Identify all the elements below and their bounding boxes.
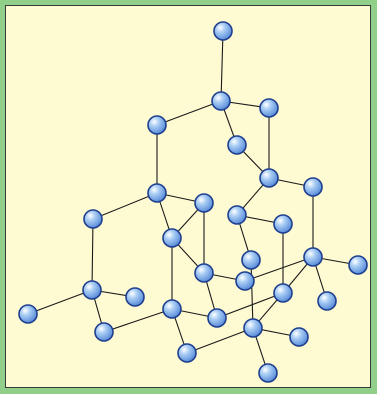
atom-node (147, 115, 167, 135)
bond-line (250, 259, 254, 329)
bond-line (91, 218, 94, 291)
atom-node (177, 343, 197, 363)
atom-node (18, 304, 38, 324)
bond-line (220, 30, 224, 102)
bond-line (216, 292, 284, 319)
diagram-panel (5, 5, 371, 388)
atom-node (125, 287, 145, 307)
bond-line (186, 327, 254, 354)
atom-node (207, 308, 227, 328)
atom-node (303, 247, 323, 267)
atom-node (162, 228, 182, 248)
atom-node (194, 193, 214, 213)
atom-node (348, 255, 368, 275)
atom-node (303, 177, 323, 197)
atoms-layer (18, 21, 368, 383)
atom-node (83, 209, 103, 229)
atom-node (211, 91, 231, 111)
atom-node (289, 327, 309, 347)
atom-node (227, 135, 247, 155)
atom-node (213, 21, 233, 41)
bond-line (27, 289, 93, 315)
bond-line (156, 100, 222, 126)
atom-node (273, 283, 293, 303)
atom-node (194, 263, 214, 283)
atom-node (162, 299, 182, 319)
atom-node (317, 291, 337, 311)
bond-line (244, 256, 314, 282)
atom-node (258, 363, 278, 383)
bond-line (103, 308, 173, 333)
atom-node (259, 98, 279, 118)
atom-node (147, 183, 167, 203)
atom-node (259, 168, 279, 188)
atom-node (241, 250, 261, 270)
atom-node (243, 318, 263, 338)
bonds-layer (27, 30, 359, 374)
atom-node (273, 214, 293, 234)
atom-node (227, 205, 247, 225)
atom-node (235, 271, 255, 291)
atom-node (82, 280, 102, 300)
atom-node (94, 322, 114, 342)
bond-line (92, 192, 158, 220)
